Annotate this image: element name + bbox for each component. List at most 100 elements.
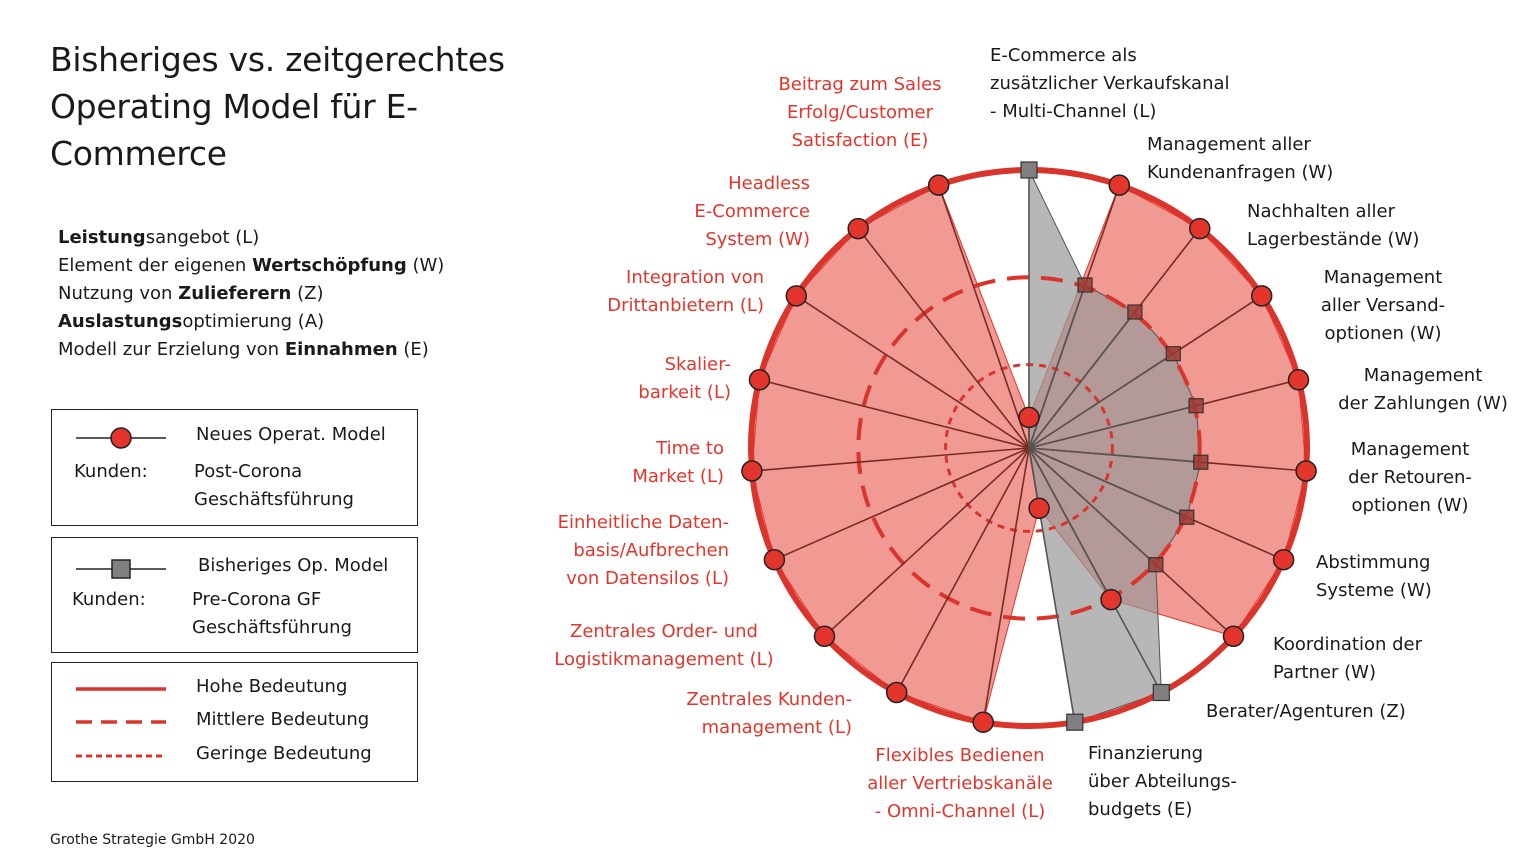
- new-model-point: [741, 460, 763, 482]
- axis-label-line: Erfolg/Customer: [786, 102, 934, 123]
- legend-new-label: Neues Operat. Model: [196, 424, 386, 445]
- axis-label-line: Partner (W): [1273, 662, 1376, 683]
- spoke: [774, 447, 1030, 561]
- footer-credit: Grothe Strategie GmbH 2020: [50, 832, 255, 848]
- spoke: [982, 447, 1030, 723]
- old-spoke: [1028, 447, 1076, 723]
- axis-label-line: basis/Aufbrechen: [573, 540, 729, 561]
- axis-label-line: barkeit (L): [638, 382, 731, 403]
- new-model-point: [1100, 588, 1122, 611]
- axis-label-line: optionen (W): [1351, 495, 1469, 516]
- axis-label-line: Kundenanfragen (W): [1147, 162, 1334, 183]
- old-spoke: [1028, 447, 1201, 463]
- page-title: Bisheriges vs. zeitgerechtes Operating M…: [50, 36, 520, 177]
- axis-label-line: aller Vertriebskanäle: [867, 773, 1053, 794]
- key-item: Nutzung von Zulieferern (Z): [58, 283, 324, 304]
- axis-label-line: der Retouren-: [1348, 467, 1472, 488]
- axis-label-line: der Zahlungen (W): [1338, 393, 1508, 414]
- legend-new-customers-2: Geschäftsführung: [194, 489, 354, 510]
- axis-label-line: Logistikmanagement (L): [554, 649, 774, 670]
- axis-label-line: Beitrag zum Sales: [778, 74, 942, 95]
- axis-label-line: Drittanbietern (L): [607, 295, 764, 316]
- axis-label: Management der Retouren-optionen (W): [1340, 436, 1480, 520]
- abbreviation-key: Leistungsangebot (L) Element der eigenen…: [58, 224, 444, 364]
- old-model-point: [1148, 557, 1164, 573]
- axis-label-line: Market (L): [632, 466, 724, 487]
- gray-square-marker-icon: [76, 559, 166, 579]
- old-model-point: [1165, 346, 1181, 362]
- axis-label: Berater/Agenturen (Z): [1206, 698, 1406, 726]
- axis-label-line: Time to: [656, 438, 724, 459]
- new-model-point: [1108, 174, 1131, 196]
- key-item: Leistungsangebot (L): [58, 227, 260, 248]
- new-model-point: [972, 711, 994, 733]
- axis-label-line: von Datensilos (L): [566, 568, 729, 589]
- legend-old-label: Bisheriges Op. Model: [198, 555, 389, 576]
- axis-label-line: Headless: [728, 173, 810, 194]
- new-model-point: [813, 625, 836, 648]
- axis-label-line: management (L): [701, 717, 852, 738]
- axis-label-line: Systeme (W): [1316, 580, 1432, 601]
- axis-label: Skalier-barkeit (L): [627, 351, 731, 407]
- axis-label: Management aller Versand-optionen (W): [1300, 264, 1466, 348]
- new-model-point: [748, 369, 771, 391]
- axis-label-line: Zentrales Kunden-: [686, 689, 852, 710]
- new-model-point: [1272, 548, 1295, 571]
- spoke: [857, 228, 1030, 449]
- red-circle-marker-icon: [76, 427, 166, 449]
- axis-label-line: Skalier-: [664, 354, 731, 375]
- old-model-point: [1193, 454, 1209, 470]
- spoke: [937, 184, 1030, 449]
- old-model-point: [1179, 509, 1195, 525]
- key-item: Modell zur Erzielung von Einnahmen (E): [58, 339, 429, 360]
- old-spoke: [1028, 404, 1197, 449]
- axis-label-line: Management: [1363, 365, 1483, 386]
- legend-medium-label: Mittlere Bedeutung: [196, 709, 370, 730]
- new-model-point: [927, 174, 950, 196]
- legend-old-customers-2: Geschäftsführung: [192, 617, 352, 638]
- axis-label-line: aller Versand-: [1320, 295, 1446, 316]
- new-model-point: [1250, 285, 1273, 307]
- importance-line-icons: [76, 687, 166, 758]
- axis-label-line: System (W): [705, 229, 810, 250]
- key-item: Element der eigenen Wertschöpfung (W): [58, 255, 445, 276]
- axis-label-line: über Abteilungs-: [1088, 771, 1238, 792]
- new-model-point: [1295, 460, 1317, 482]
- axis-label-line: Management: [1323, 267, 1443, 288]
- legend-high-label: Hohe Bedeutung: [196, 676, 348, 697]
- new-model-point: [1018, 406, 1040, 429]
- axis-label-line: Zentrales Order- und: [570, 621, 758, 642]
- old-model-point: [1152, 683, 1170, 702]
- axis-label-line: - Omni-Channel (L): [874, 801, 1046, 822]
- title-line-2: Operating Model für E-: [50, 87, 418, 126]
- axis-label-line: - Multi-Channel (L): [990, 101, 1157, 122]
- title-line-1: Bisheriges vs. zeitgerechtes: [50, 40, 505, 79]
- axis-label-line: Integration von: [626, 267, 764, 288]
- new-model-point: [1028, 497, 1050, 520]
- axis-label-line: Management: [1350, 439, 1470, 460]
- axis-label-line: Nachhalten aller: [1247, 201, 1396, 222]
- legend-new-model: Neues Operat. Model Kunden: Post-Corona …: [51, 409, 418, 526]
- new-model-point: [847, 217, 869, 240]
- new-model-point: [763, 548, 786, 571]
- old-model-point: [1077, 277, 1093, 293]
- legend-old-customers-1: Pre-Corona GF: [192, 589, 322, 610]
- axis-label-line: Satisfaction (E): [791, 130, 929, 151]
- axis-label-line: Abstimmung: [1316, 552, 1431, 573]
- axis-label: Time to Market (L): [620, 435, 724, 491]
- new-model-point: [785, 285, 808, 307]
- axis-label-line: optionen (W): [1324, 323, 1442, 344]
- new-model-point: [1222, 625, 1245, 648]
- axis-label-line: budgets (E): [1088, 799, 1193, 820]
